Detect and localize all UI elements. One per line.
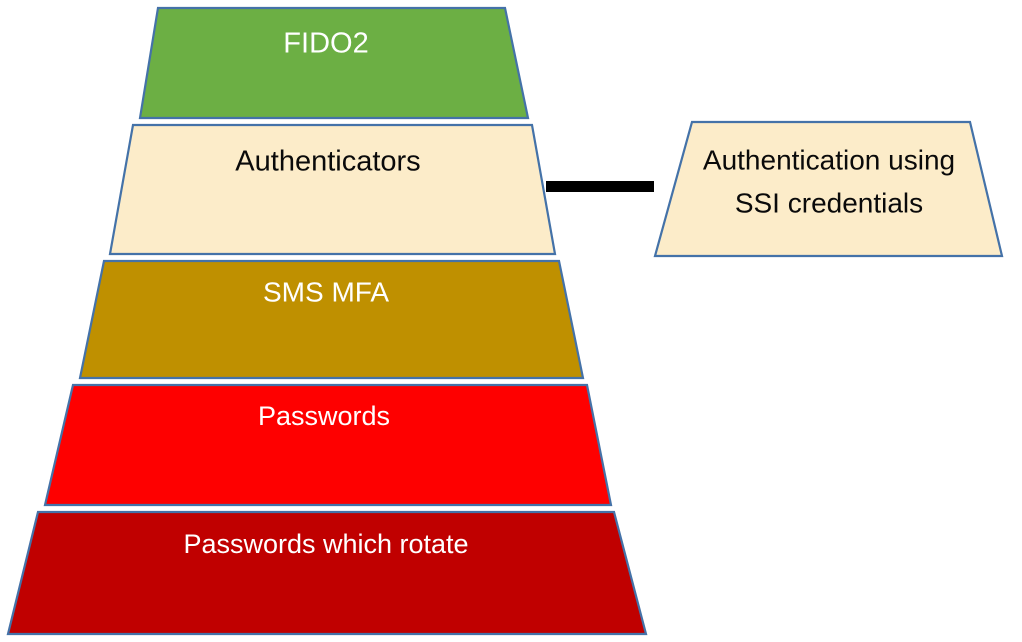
pyramid-layer-fido2[interactable]: FIDO2 <box>138 6 530 120</box>
pyramid-layer-fido2-shape[interactable] <box>138 6 530 120</box>
pyramid-layer-passwords-shape[interactable] <box>43 383 613 507</box>
ssi-callout-line-1: Authentication using <box>703 144 955 175</box>
pyramid-layer-passwords-label: Passwords <box>258 401 390 431</box>
ssi-callout-line-2: SSI credentials <box>735 187 923 218</box>
pyramid-layer-passwords-which-rotate[interactable]: Passwords which rotate <box>6 510 648 636</box>
ssi-callout-shape[interactable] <box>653 120 1004 258</box>
pyramid-layer-authenticators[interactable]: Authenticators <box>108 123 557 256</box>
pyramid-layer-sms-mfa-shape[interactable] <box>78 259 585 380</box>
pyramid-layer-passwords-which-rotate-shape[interactable] <box>6 510 648 636</box>
pyramid-layer-fido2-label: FIDO2 <box>283 28 368 60</box>
pyramid-layer-authenticators-shape[interactable] <box>108 123 557 256</box>
ssi-callout[interactable]: Authentication using SSI credentials <box>653 120 1004 258</box>
pyramid-layer-passwords[interactable]: Passwords <box>43 383 613 507</box>
pyramid-layer-sms-mfa[interactable]: SMS MFA <box>78 259 585 380</box>
pyramid-layer-authenticators-label: Authenticators <box>235 146 420 178</box>
pyramid-layer-passwords-which-rotate-label: Passwords which rotate <box>183 529 468 559</box>
pyramid-layer-sms-mfa-label: SMS MFA <box>263 276 389 307</box>
callout-connector-line <box>546 181 654 192</box>
